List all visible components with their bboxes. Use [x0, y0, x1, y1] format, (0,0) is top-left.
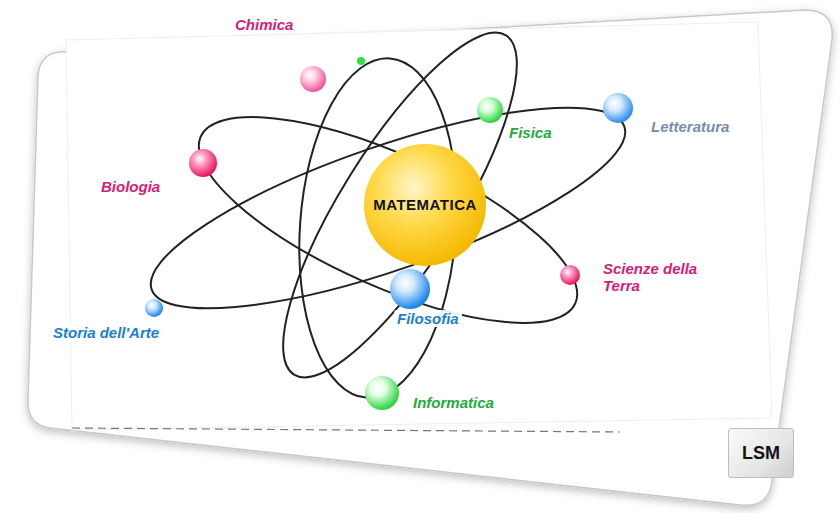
subject-dot	[390, 269, 430, 309]
subject-node: Fisica	[506, 124, 555, 141]
orbit	[245, 5, 555, 406]
subject-node: Informatica	[410, 394, 497, 411]
card-frame	[28, 10, 832, 505]
subject-node: Letteratura	[648, 118, 732, 135]
subject-label: Informatica	[410, 394, 497, 411]
subject-node: Chimica	[232, 16, 296, 33]
subject-dot	[300, 66, 326, 92]
subject-node: Biologia	[98, 178, 163, 195]
subject-node: Filosofia	[394, 310, 462, 327]
logo-box: LSM	[728, 428, 794, 478]
subject-dot	[189, 149, 217, 177]
subject-label: Chimica	[232, 16, 296, 33]
small-dot	[357, 57, 365, 65]
subject-dot	[560, 265, 580, 285]
subject-label: Scienze della Terra	[600, 260, 706, 295]
subject-label: Biologia	[98, 178, 163, 195]
subject-label: Storia dell'Arte	[50, 324, 162, 341]
subject-dot	[477, 97, 503, 123]
subject-node: Scienze della Terra	[600, 260, 706, 295]
subject-label: Filosofia	[394, 310, 462, 327]
subject-label: Fisica	[506, 124, 555, 141]
orbit	[131, 68, 644, 348]
subject-dot	[365, 376, 399, 410]
center-circle: MATEMATICA	[364, 144, 486, 266]
subject-label: Letteratura	[648, 118, 732, 135]
orbits	[131, 5, 644, 406]
center-label: MATEMATICA	[373, 196, 477, 213]
subject-dot	[603, 93, 633, 123]
subject-node: Storia dell'Arte	[50, 324, 162, 341]
dashed-rule	[72, 428, 620, 432]
logo-text: LSM	[742, 443, 780, 464]
subject-dot	[145, 299, 163, 317]
